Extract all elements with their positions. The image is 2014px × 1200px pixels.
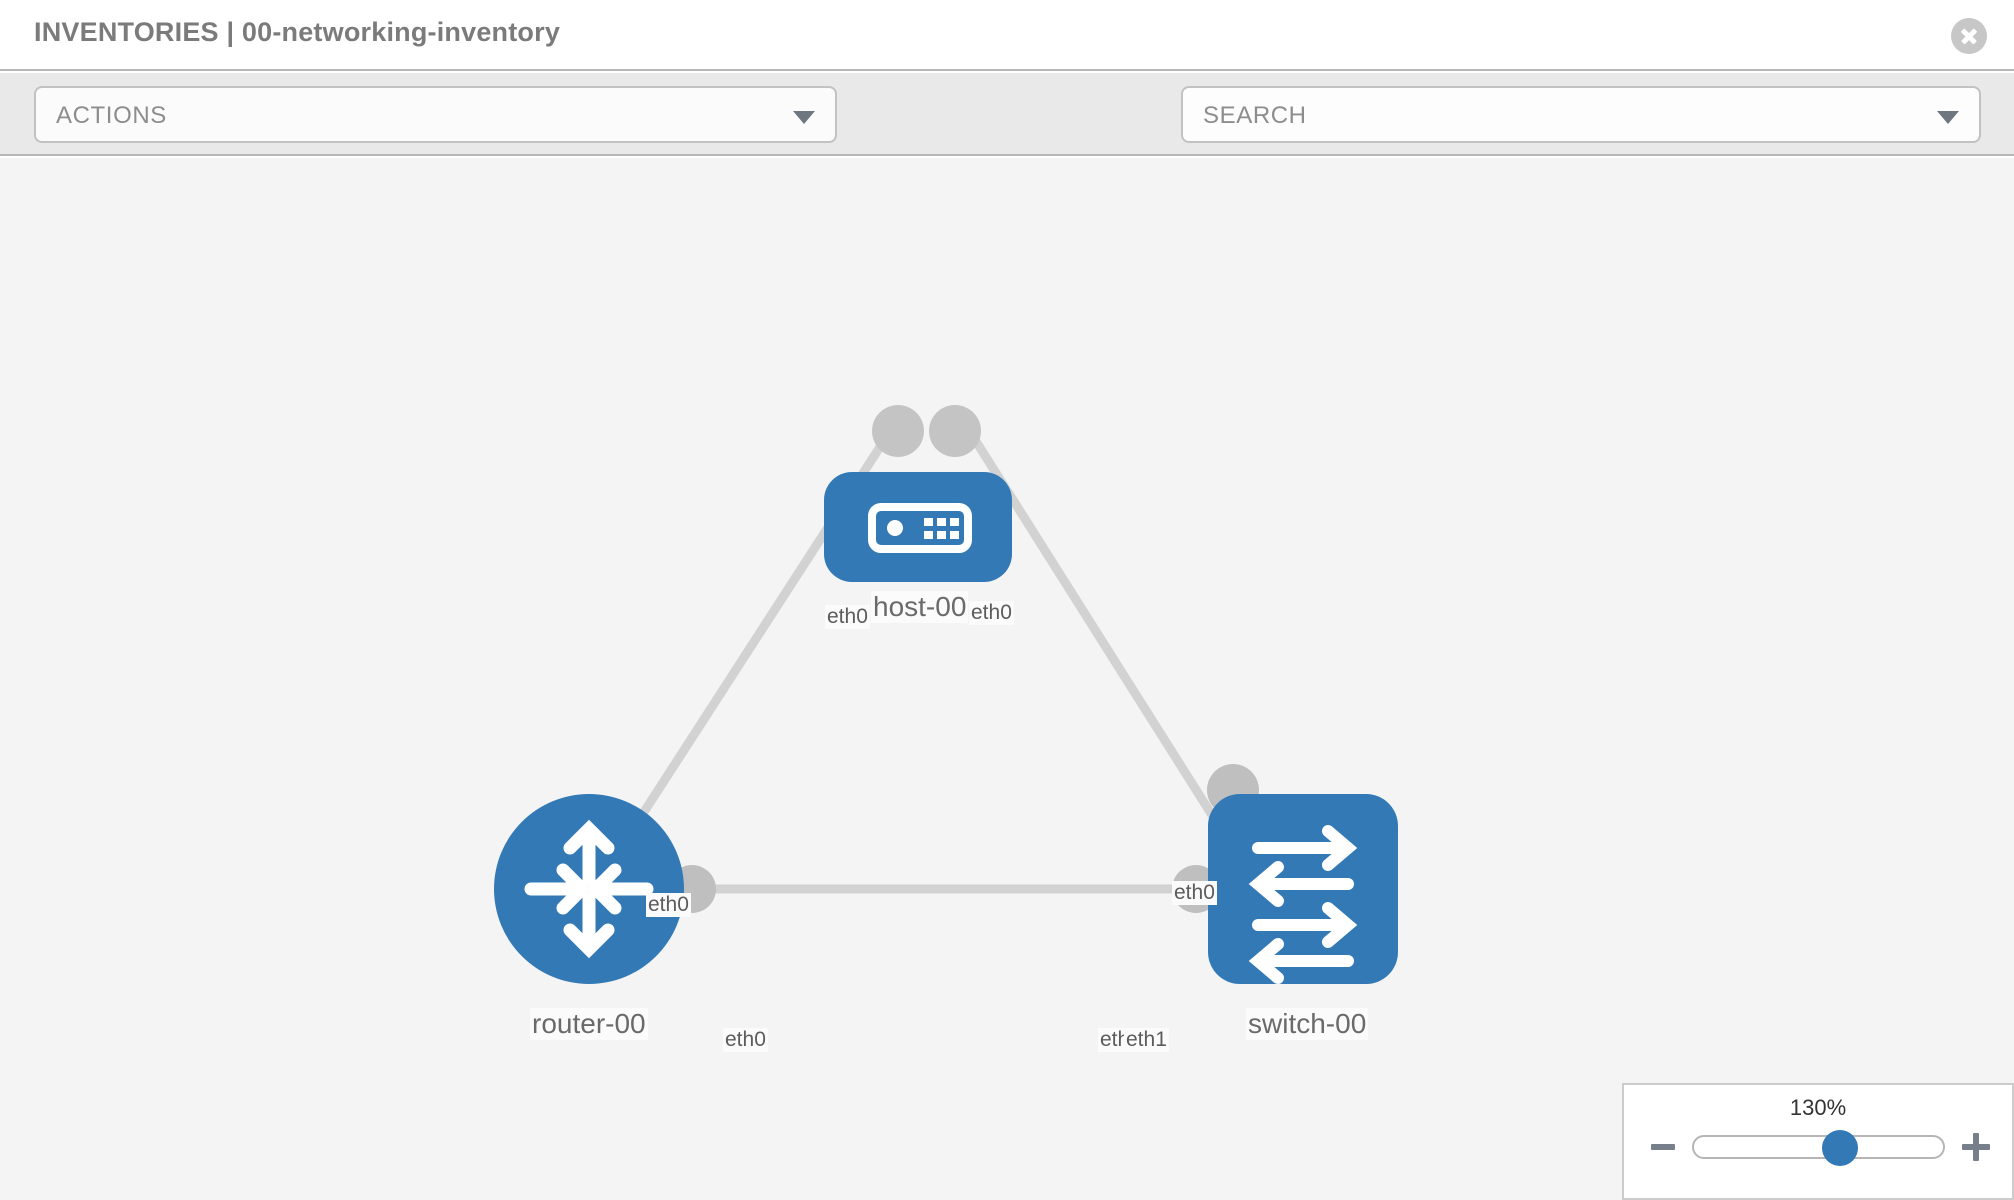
zoom-level-label: 130% bbox=[1789, 1095, 1847, 1120]
node-label-router-00: router-00 bbox=[530, 1008, 648, 1040]
node-label-switch-00: switch-00 bbox=[1246, 1008, 1369, 1040]
search-placeholder: SEARCH bbox=[1203, 102, 1307, 129]
page-title: INVENTORIES | 00-networking-inventory bbox=[34, 17, 561, 47]
plus-icon[interactable] bbox=[1962, 1133, 1990, 1161]
edge-label-host-right: eth0 bbox=[969, 601, 1014, 625]
server-device-icon bbox=[868, 503, 972, 553]
node-host-00 bbox=[824, 472, 1012, 582]
minus-icon[interactable] bbox=[1651, 1144, 1675, 1150]
page-header: INVENTORIES | 00-networking-inventory bbox=[0, 0, 2014, 71]
edge-label-switch-up: eth0 bbox=[1172, 881, 1217, 905]
port-host-left bbox=[872, 405, 924, 457]
toolbar: ACTIONS SEARCH bbox=[0, 73, 2014, 210]
close-icon[interactable] bbox=[1951, 18, 1987, 54]
topology-graph bbox=[494, 405, 1398, 984]
edge-label-switch-left-eth1: eth1 bbox=[1124, 1028, 1169, 1052]
edge-label-router-up: eth0 bbox=[646, 893, 691, 917]
search-input[interactable]: SEARCH bbox=[1181, 86, 1981, 143]
node-label-host-00: host-00 bbox=[871, 591, 969, 623]
edge-label-router-right: eth0 bbox=[723, 1028, 768, 1052]
node-router-00 bbox=[494, 794, 684, 984]
plus-icon-vertical bbox=[1973, 1133, 1979, 1161]
port-host-right bbox=[929, 405, 981, 457]
topology-canvas[interactable]: host-00 router-00 switch-00 eth0 eth0 et… bbox=[0, 158, 2014, 1200]
zoom-control-panel: 130% bbox=[1622, 1083, 2014, 1200]
actions-dropdown[interactable]: ACTIONS bbox=[34, 86, 837, 143]
zoom-slider[interactable] bbox=[1692, 1130, 1945, 1166]
node-switch-00 bbox=[1208, 794, 1398, 984]
chevron-down-icon bbox=[793, 111, 815, 124]
actions-dropdown-label: ACTIONS bbox=[56, 102, 167, 129]
zoom-slider-thumb[interactable] bbox=[1822, 1130, 1858, 1166]
search-chevron-down-icon[interactable] bbox=[1937, 111, 1959, 124]
switch-arrows-icon bbox=[1248, 825, 1358, 984]
edge-label-host-left: eth0 bbox=[825, 605, 870, 629]
router-arrows-icon bbox=[524, 819, 654, 959]
